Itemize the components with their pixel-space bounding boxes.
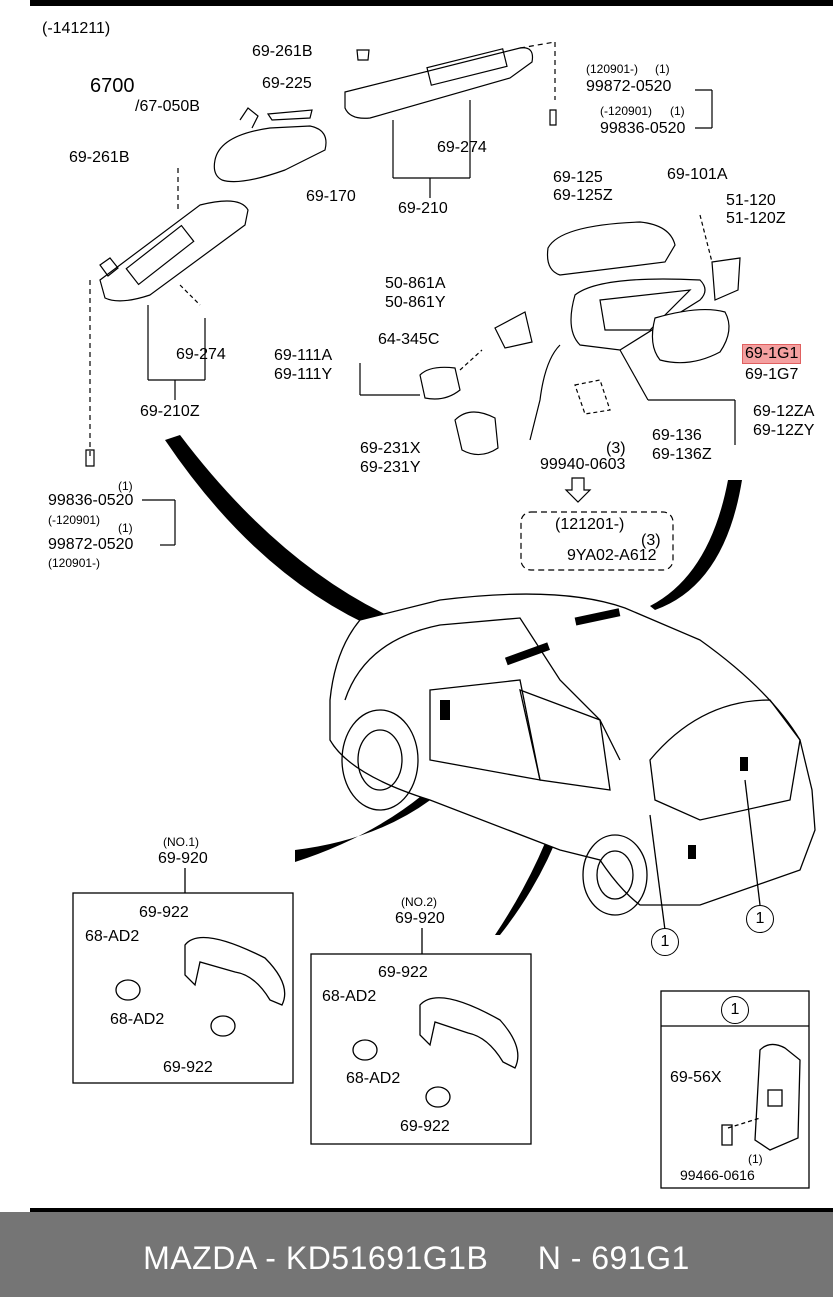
callout-69-125[interactable]: 69-125: [553, 169, 603, 186]
callout-69-231Y[interactable]: 69-231Y: [360, 459, 421, 476]
callout-9YA02-A612[interactable]: 9YA02-A612: [567, 547, 657, 564]
callout-69-111A[interactable]: 69-111A: [274, 347, 333, 364]
callout-64-345C[interactable]: 64-345C: [378, 331, 440, 348]
callout-50-861A[interactable]: 50-861A: [385, 275, 446, 292]
inset-box: [660, 990, 810, 1189]
callout-69-922-no2-b[interactable]: 69-922: [400, 1118, 450, 1135]
callout-69-225[interactable]: 69-225: [262, 75, 312, 92]
callout-68-AD2-no1-b[interactable]: 68-AD2: [110, 1011, 165, 1028]
callout-69-922-no1-a[interactable]: 69-922: [139, 904, 189, 921]
footer-border: [30, 1208, 833, 1212]
footer-text: MAZDA - KD51691G1B N - 691G1: [0, 1240, 833, 1276]
callout-99940-0603[interactable]: 99940-0603: [540, 456, 626, 473]
door-mirror-housing: [570, 278, 706, 351]
callout-69-56X[interactable]: 69-56X: [670, 1069, 722, 1086]
callout-51-120Z[interactable]: 51-120Z: [726, 210, 786, 227]
callout-99836-0520-lower[interactable]: 99836-0520: [48, 492, 134, 509]
callout-69-125Z[interactable]: 69-125Z: [553, 187, 613, 204]
inset-ref-circle: 1: [721, 996, 749, 1024]
callout-69-136[interactable]: 69-136: [652, 427, 702, 444]
callout-68-AD2-no1-a[interactable]: 68-AD2: [85, 928, 140, 945]
footer-part-number: MAZDA - KD51691G1B: [143, 1240, 489, 1276]
footer-code: N - 691G1: [537, 1240, 690, 1276]
qty-lower-b: (1): [118, 521, 133, 535]
callout-50-861Y[interactable]: 50-861Y: [385, 294, 446, 311]
callout-69-261B-left[interactable]: 69-261B: [69, 149, 130, 166]
callout-51-120[interactable]: 51-120: [726, 192, 776, 209]
footer-bar: [0, 1212, 833, 1297]
callout-69-920-no1[interactable]: 69-920: [158, 850, 208, 867]
mirror-glass: [651, 308, 730, 364]
section-ref-number[interactable]: 6700: [90, 75, 135, 97]
callout-69-12ZY[interactable]: 69-12ZY: [753, 422, 815, 439]
sun-visor-left: [99, 200, 249, 302]
handle-box-no1: [72, 892, 294, 1084]
qty-3-box: (3): [641, 532, 661, 549]
callout-69-922-no2-a[interactable]: 69-922: [378, 964, 428, 981]
callout-69-101A[interactable]: 69-101A: [667, 166, 728, 183]
callout-99872-0520-upper[interactable]: 99872-0520: [586, 78, 672, 95]
handle-box-no2: [310, 953, 532, 1145]
callout-69-274-left[interactable]: 69-274: [176, 346, 226, 363]
callout-99872-0520-lower[interactable]: 99872-0520: [48, 536, 134, 553]
callout-69-136Z[interactable]: 69-136Z: [652, 446, 712, 463]
date-120901-upper: (120901-): [586, 62, 639, 76]
callout-68-AD2-no2-a[interactable]: 68-AD2: [322, 988, 377, 1005]
callout-69-210Z[interactable]: 69-210Z: [140, 403, 200, 420]
date-120901-minus-upper: (-120901): [600, 104, 653, 118]
inset-qty: (1): [748, 1152, 763, 1166]
top-border: [30, 0, 833, 6]
qty-3-bolt: (3): [606, 440, 626, 457]
section-ref-sub[interactable]: /67-050B: [135, 98, 200, 115]
callout-69-12ZA[interactable]: 69-12ZA: [753, 403, 815, 420]
callout-69-920-no2[interactable]: 69-920: [395, 910, 445, 927]
curve-mirror: [650, 480, 742, 610]
callout-69-231X[interactable]: 69-231X: [360, 440, 421, 457]
callout-69-1G1-highlighted[interactable]: 69-1G1: [741, 344, 802, 364]
date-121201: (121201-): [555, 516, 625, 533]
callout-69-1G7[interactable]: 69-1G7: [745, 366, 799, 383]
mirror-cover: [546, 221, 676, 276]
callout-69-170[interactable]: 69-170: [306, 188, 356, 205]
date-120901-minus-lower: (-120901): [48, 513, 101, 527]
callout-69-210[interactable]: 69-210: [398, 200, 448, 217]
callout-69-111Y[interactable]: 69-111Y: [274, 366, 333, 383]
callout-69-261B-upper[interactable]: 69-261B: [252, 43, 313, 60]
qty-upper-a: (1): [655, 62, 670, 76]
qty-upper-b: (1): [670, 104, 685, 118]
callout-69-274-upper[interactable]: 69-274: [437, 139, 487, 156]
callout-69-922-no1-b[interactable]: 69-922: [163, 1059, 213, 1076]
callout-68-AD2-no2-b[interactable]: 68-AD2: [346, 1070, 401, 1087]
handle-no1-title: (NO.1): [163, 835, 199, 849]
qty-lower-a: (1): [118, 479, 133, 493]
ref-circle-car-a[interactable]: 1: [651, 928, 679, 956]
date-120901-lower: (120901-): [48, 556, 101, 570]
callout-99466-0616[interactable]: 99466-0616: [680, 1167, 755, 1183]
callout-99836-0520-upper[interactable]: 99836-0520: [600, 120, 686, 137]
date-code-header: (-141211): [42, 20, 111, 37]
rearview-mirror: [213, 125, 327, 183]
handle-no2-title: (NO.2): [401, 895, 437, 909]
vehicle-outline: [329, 593, 816, 931]
ref-circle-car-b[interactable]: 1: [746, 905, 774, 933]
dashed-revision-box: [520, 511, 674, 571]
